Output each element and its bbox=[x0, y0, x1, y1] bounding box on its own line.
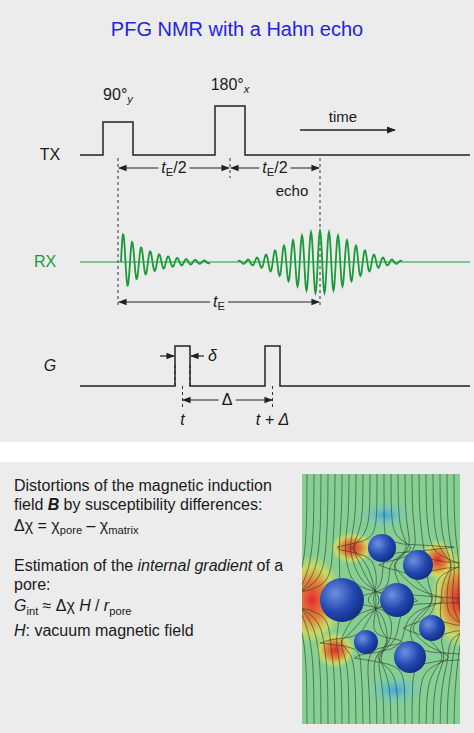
channel-label: G bbox=[44, 357, 56, 374]
field-line bbox=[433, 474, 460, 724]
sphere bbox=[403, 550, 433, 580]
interval-label: t bbox=[213, 293, 217, 310]
panel-text: : vacuum magnetic field bbox=[26, 622, 194, 639]
field-lines bbox=[302, 474, 460, 724]
panel-text: / bbox=[95, 597, 99, 614]
field-line bbox=[413, 474, 460, 724]
sphere bbox=[419, 615, 445, 641]
field-line bbox=[354, 474, 444, 724]
panel-text: – χ bbox=[86, 517, 108, 534]
text-line: Distortions of the magnetic induction fi… bbox=[14, 476, 290, 514]
field-line bbox=[454, 474, 460, 724]
field-line bbox=[447, 474, 460, 724]
time-label: time bbox=[329, 108, 357, 125]
text-line: Δχ = χpore – χmatrix bbox=[14, 516, 290, 540]
time-point-label: t + Δ bbox=[256, 411, 289, 428]
duration-label: Δ bbox=[222, 391, 233, 408]
delta-small-arrow bbox=[191, 355, 204, 356]
field-line bbox=[302, 474, 307, 724]
time-point-label-group: t bbox=[180, 411, 184, 429]
panel-text: int bbox=[26, 605, 38, 617]
echo-label: echo bbox=[276, 182, 309, 199]
sphere bbox=[380, 583, 414, 617]
echo-signal bbox=[238, 231, 402, 293]
channel-label: RX bbox=[34, 253, 56, 270]
duration-label-group: δ bbox=[208, 347, 217, 365]
field-line bbox=[320, 474, 379, 724]
panel-text: B bbox=[48, 496, 60, 513]
interval-label: E bbox=[217, 300, 224, 312]
time-point-label-group: t + Δ bbox=[256, 411, 289, 429]
panel-text: by susceptibility differences: bbox=[64, 496, 263, 513]
echo-label-group: echo bbox=[276, 182, 309, 200]
panel-text: H bbox=[14, 622, 26, 639]
text-line: Gint ≈ ΔχH/ rpore bbox=[14, 596, 290, 620]
interval-label: E bbox=[166, 166, 173, 178]
panel-text: Δχ = χ bbox=[14, 517, 60, 534]
gradient-pulse-train bbox=[80, 346, 470, 386]
interval-label: /2 bbox=[274, 159, 287, 176]
text-line: Estimation of theinternal gradientof a p… bbox=[14, 556, 290, 594]
panel-text: r bbox=[104, 597, 109, 614]
panel-text: ≈ Δχ bbox=[43, 597, 75, 614]
interval-label-group: tE/2 bbox=[158, 159, 189, 181]
pore-spheres bbox=[320, 534, 445, 673]
duration-label: δ bbox=[208, 347, 217, 364]
pulse-label: x bbox=[244, 83, 250, 95]
field-coldspot bbox=[359, 501, 411, 529]
panel-text: pore bbox=[109, 605, 131, 617]
interval-label: t bbox=[161, 159, 165, 176]
sphere bbox=[320, 578, 364, 622]
delta-small-arrow bbox=[160, 355, 174, 356]
interval-label-group: tE/2 bbox=[259, 159, 290, 181]
pulse-label: y bbox=[127, 93, 133, 105]
interval-label: t bbox=[262, 159, 266, 176]
fid-signal bbox=[121, 234, 210, 285]
tx-pulse-train bbox=[80, 106, 470, 155]
top-panel bbox=[0, 0, 474, 442]
text-panel: Distortions of the magnetic induction fi… bbox=[0, 462, 300, 650]
guide-line bbox=[272, 386, 273, 408]
panel-text: Estimation of the bbox=[14, 557, 133, 574]
guide-line bbox=[182, 386, 183, 408]
pulse-label-group: 90°y bbox=[103, 86, 133, 108]
field-coldspot bbox=[365, 674, 425, 706]
panel-text: matrix bbox=[108, 524, 138, 536]
interval-label: E bbox=[267, 166, 274, 178]
text-line: H: vacuum magnetic field bbox=[14, 621, 290, 640]
time-arrow bbox=[300, 129, 395, 130]
pulse-label-group: 180°x bbox=[211, 76, 250, 98]
field-line bbox=[302, 474, 314, 724]
sphere bbox=[354, 630, 378, 654]
field-picture bbox=[302, 474, 460, 724]
guide-line bbox=[118, 158, 119, 308]
pulse-label: 180° bbox=[211, 76, 244, 93]
field-line bbox=[379, 474, 460, 724]
sphere bbox=[394, 641, 426, 673]
panel-text: internal gradient bbox=[137, 557, 252, 574]
timing-guides bbox=[118, 158, 320, 408]
field-line bbox=[302, 474, 321, 724]
panel-text: G bbox=[14, 597, 26, 614]
sphere bbox=[368, 534, 396, 562]
field-line bbox=[440, 474, 460, 724]
time-label-group: time bbox=[329, 108, 357, 126]
channel-label-group: RX bbox=[34, 253, 56, 271]
channel-label-group: TX bbox=[40, 146, 60, 164]
field-line bbox=[378, 474, 460, 724]
guide-line bbox=[230, 158, 231, 178]
interval-label: /2 bbox=[173, 159, 186, 176]
panel-text: pore bbox=[60, 524, 82, 536]
channel-label: TX bbox=[40, 146, 60, 163]
time-point-label: t bbox=[180, 411, 184, 428]
panel-text: H bbox=[79, 597, 91, 614]
interval-arrows bbox=[119, 168, 319, 400]
duration-label-group: Δ bbox=[219, 391, 236, 409]
pulse-label: 90° bbox=[103, 86, 127, 103]
interval-label-group: tE bbox=[210, 293, 228, 315]
diagram-title: PFG NMR with a Hahn echo bbox=[0, 18, 474, 41]
channel-label-group: G bbox=[44, 357, 56, 375]
